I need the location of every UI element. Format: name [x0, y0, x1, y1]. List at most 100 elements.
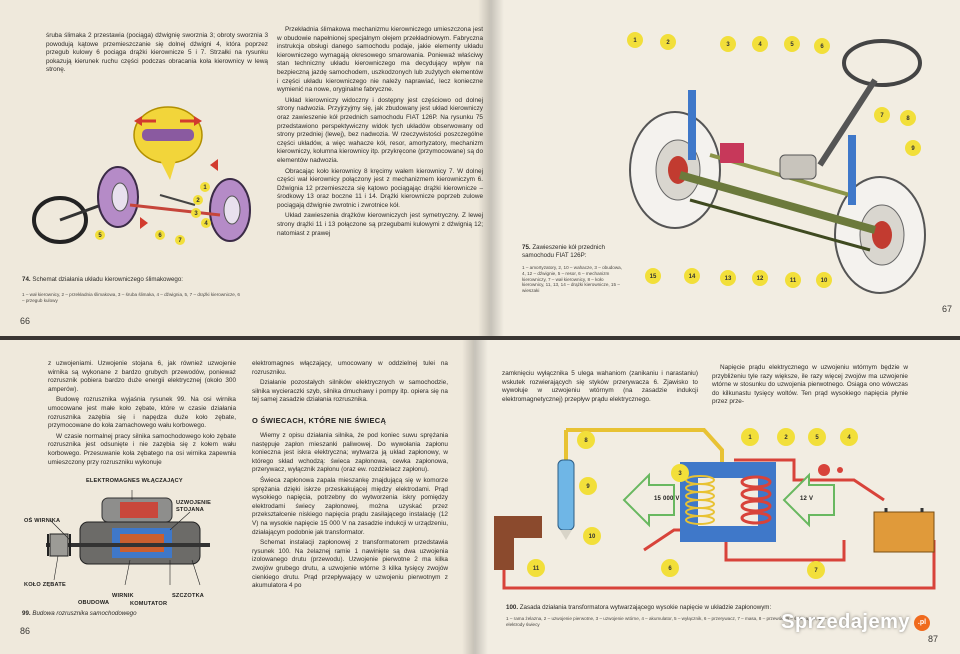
svg-text:4: 4: [204, 221, 208, 227]
page-87-col2-text: Napięcie prądu elektrycznego w uzwojeniu…: [712, 364, 908, 409]
steering-rod: [129, 203, 221, 217]
high-voltage-wire: [566, 428, 724, 465]
svg-text:7: 7: [880, 113, 884, 119]
paragraph: Obracając koło kierownicy 8 kręcimy wałe…: [277, 167, 483, 209]
svg-text:1: 1: [633, 38, 637, 44]
label-electromagnet: ELEKTROMAGNES WŁĄCZAJĄCY: [86, 478, 183, 484]
label-stator-winding: UZWOJENIE STOJANA: [176, 500, 212, 513]
svg-text:5: 5: [815, 435, 819, 441]
shock-absorber: [688, 90, 696, 160]
figure-75-caption: 75. Zawieszenie kół przednich samochodu …: [522, 244, 627, 259]
svg-text:4: 4: [847, 435, 851, 441]
primary-coil: [740, 475, 772, 525]
shock-absorber: [848, 135, 856, 205]
svg-text:9: 9: [911, 146, 915, 152]
paragraph: z uzwojeniami. Uzwojenie stojana 6, jak …: [48, 360, 236, 393]
svg-text:11: 11: [790, 278, 797, 284]
svg-text:15: 15: [650, 274, 657, 280]
voltage-low-label: 12 V: [800, 496, 814, 502]
page-66-col2-text: Przekładnia ślimakowa mechanizmu kierown…: [277, 26, 483, 240]
page-number: 87: [928, 634, 939, 644]
steering-wheel: [32, 196, 88, 244]
book-gutter: [462, 340, 488, 654]
svg-text:9: 9: [586, 484, 590, 490]
secondary-coil: [685, 475, 715, 525]
page-number: 67: [942, 304, 953, 314]
figure-75-suspension-diagram: [629, 39, 926, 294]
figure-title: Zawieszenie kół przednich samochodu FIAT…: [522, 244, 605, 259]
figure-100-legend: 1 – rama żelazna, 2 – uzwojenie pierwotn…: [506, 616, 827, 627]
voltage-high-label: 15 000 V: [654, 496, 680, 502]
svg-text:6: 6: [668, 566, 672, 572]
figure-99-starter-diagram: [46, 490, 210, 586]
label-commutator: KOMUTATOR: [130, 601, 168, 607]
svg-text:5: 5: [98, 233, 102, 239]
svg-text:8: 8: [584, 438, 588, 444]
page-67: 1 2 3 4 5 6 7 8 9 10 11 12 13 14 15 75. …: [490, 0, 960, 336]
input-arrow: [782, 472, 835, 528]
page-86-col1-text: z uzwojeniami. Uzwojenie stojana 6, jak …: [48, 360, 236, 469]
svg-text:3: 3: [678, 471, 682, 477]
svg-text:2: 2: [666, 40, 670, 46]
switch: [818, 464, 830, 476]
figure-title: Zasada działania transformatora wytwarza…: [519, 604, 772, 611]
svg-text:1: 1: [203, 185, 207, 191]
svg-text:2: 2: [784, 435, 788, 441]
figure-74-legend: 1 – wał kierownicy, 2 – przekładnia ślim…: [22, 292, 240, 303]
figure-74-steering-diagram: 1 2 3 4 5 6 7: [32, 106, 251, 245]
label-brush: SZCZOTKA: [172, 593, 205, 599]
paragraph: Napięcie prądu elektrycznego w uzwojeniu…: [712, 364, 908, 406]
top-spread: śruba ślimaka 2 przestawia (pociąga) dźw…: [0, 0, 960, 336]
paragraph: Działanie pozostałych silników elektrycz…: [252, 379, 448, 404]
low-voltage-wire: [724, 540, 846, 562]
page-86-col2-text-cont: Wiemy z opisu działania silnika, że pod …: [252, 432, 448, 593]
figure-74-caption: 74. Schemat działania układu kierownicze…: [22, 276, 252, 284]
label-rotor: WIRNIK: [112, 593, 134, 599]
svg-text:10: 10: [821, 278, 828, 284]
svg-text:4: 4: [758, 42, 762, 48]
paragraph: Wiemy z opisu działania silnika, że pod …: [252, 432, 448, 474]
svg-text:5: 5: [790, 42, 794, 48]
label-gear: KOŁO ZĘBATE: [24, 582, 66, 588]
paragraph: zamknięciu wyłącznika 5 ulega wahaniom (…: [502, 370, 698, 403]
figure-75-legend: 1 – amortyzatory, 2, 10 – wahacze, 3 – o…: [522, 265, 623, 294]
watermark-badge: .pl: [914, 614, 930, 631]
sprzedajemy-watermark: Sprzedajemy .pl: [781, 611, 930, 634]
page-86: z uzwojeniami. Uzwojenie stojana 6, jak …: [0, 340, 474, 654]
paragraph: Układ zawieszenia drążków kierowniczych …: [277, 212, 483, 237]
svg-text:7: 7: [814, 568, 818, 574]
page-87: zamknięciu wyłącznika 5 ulega wahaniom (…: [474, 340, 960, 654]
steering-box: [779, 154, 817, 180]
svg-text:3: 3: [726, 42, 730, 48]
pinion-gear: [49, 533, 69, 557]
svg-text:7: 7: [178, 238, 182, 244]
svg-text:2: 2: [196, 198, 200, 204]
figure-99-caption: 99. Budowa rozrusznika samochodowego: [22, 610, 232, 618]
page-number: 66: [20, 316, 31, 326]
bottom-spread: z uzwojeniami. Uzwojenie stojana 6, jak …: [0, 340, 960, 654]
figure-75-markers: 1 2 3 4 5 6 7 8 9 10 11 12 13 14 15: [627, 32, 921, 288]
figure-number: 99.: [22, 610, 31, 617]
watermark-text: Sprzedajemy: [781, 611, 910, 633]
page-66-col1-text: śruba ślimaka 2 przestawia (pociąga) dźw…: [46, 32, 268, 77]
svg-text:1: 1: [748, 435, 752, 441]
paragraph: Budowę rozrusznika wyjaśnia rysunek 99. …: [48, 396, 236, 430]
steering-wheel: [842, 39, 922, 87]
svg-text:6: 6: [820, 44, 824, 50]
figure-number: 75.: [522, 244, 531, 251]
page-87-col1-text: zamknięciu wyłącznika 5 ulega wahaniom (…: [502, 370, 698, 406]
svg-text:10: 10: [589, 534, 596, 540]
page-66: śruba ślimaka 2 przestawia (pociąga) dźw…: [0, 0, 490, 336]
battery: [873, 511, 935, 553]
section-heading: O ŚWIECACH, KTÓRE NIE ŚWIECĄ: [252, 416, 387, 425]
figure-title: Schemat działania układu kierowniczego ś…: [32, 276, 183, 283]
svg-text:14: 14: [689, 274, 696, 280]
figure-100-ignition-diagram: [494, 428, 936, 590]
paragraph: Układ kierowniczy widoczny i dostępny je…: [277, 96, 483, 164]
svg-text:6: 6: [158, 233, 162, 239]
figure-100-markers: 1 2 3 4 5 6 7 8 9 10 11: [527, 428, 858, 579]
page-86-col2-text: elektromagnes włączający, umocowany w od…: [252, 360, 448, 407]
svg-text:3: 3: [194, 211, 198, 217]
book-gutter: [478, 0, 504, 336]
svg-text:13: 13: [725, 276, 732, 282]
